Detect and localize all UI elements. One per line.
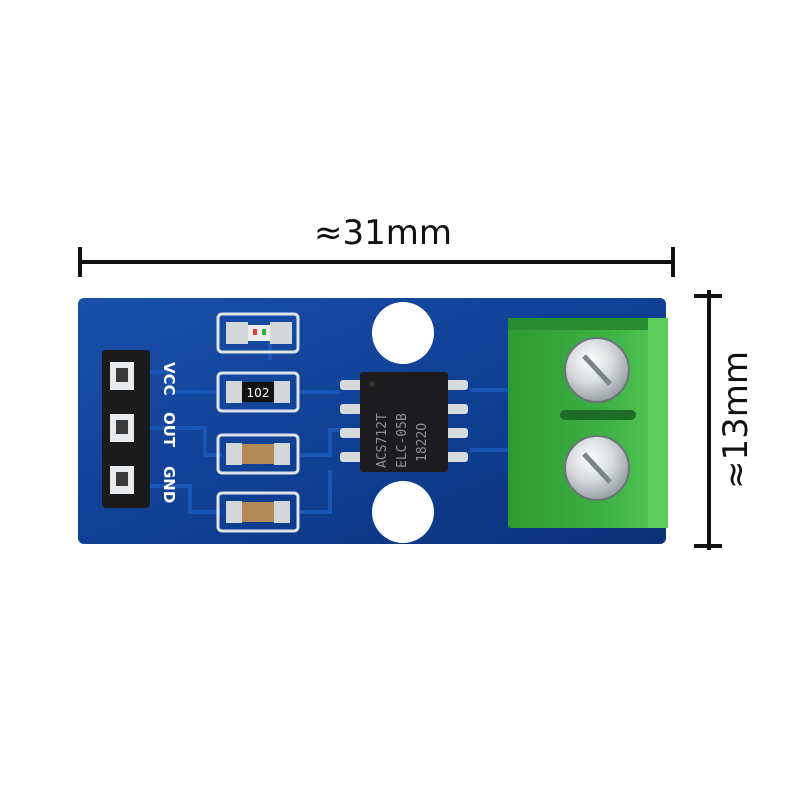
chip-marking-2: ELC-05B	[395, 413, 410, 468]
height-label: ≈13mm	[716, 351, 756, 489]
chip-marking-1: ACS712T	[375, 413, 390, 468]
width-label: ≈31mm	[314, 213, 452, 253]
acs712-chip: ACS712T ELC-05B 1822O	[340, 372, 468, 472]
capacitor-component-1	[216, 433, 300, 475]
chip-marking-3: 1822O	[415, 423, 430, 462]
height-dimension-line	[694, 290, 722, 550]
mounting-hole-top	[372, 302, 434, 364]
led-component	[216, 312, 300, 354]
screw-terminal	[508, 318, 668, 528]
pin-label-vcc: VCC	[160, 362, 178, 396]
pin-header	[102, 350, 150, 508]
capacitor-component-2	[216, 491, 300, 533]
width-dimension-line	[78, 247, 675, 277]
resistor-component: 102	[216, 371, 300, 413]
mounting-hole-bottom	[372, 481, 434, 543]
resistor-code: 102	[247, 386, 270, 400]
pin-label-gnd: GND	[160, 466, 178, 503]
pin-label-out: OUT	[160, 412, 178, 448]
